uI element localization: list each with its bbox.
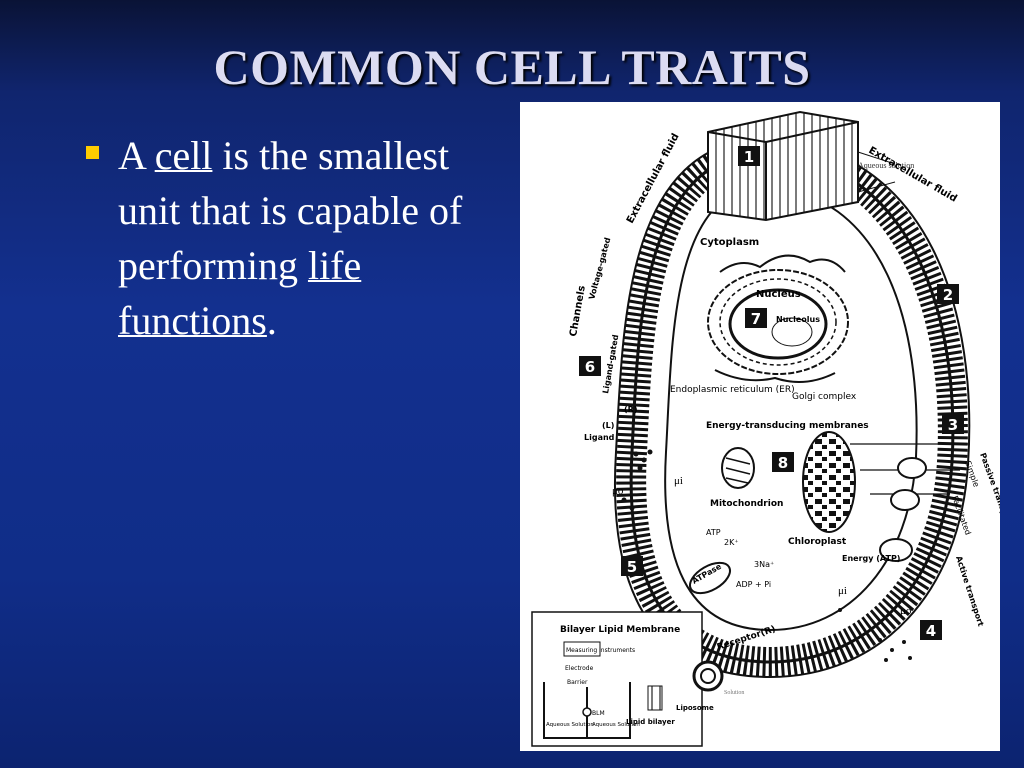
label-chloro: Chloroplast xyxy=(788,537,847,547)
bullet-marker-icon xyxy=(86,146,99,159)
label-l: (L) xyxy=(602,421,614,430)
label-blm: BLM xyxy=(592,710,605,717)
bullet-post: . xyxy=(266,298,277,343)
badge-5-box xyxy=(621,556,643,576)
transport-arrows xyxy=(850,443,970,562)
badge-1: 1 xyxy=(744,148,754,166)
label-r: (R) xyxy=(624,405,637,414)
label-lipid-bilayer: Lipid bilayer xyxy=(626,718,675,726)
label-passive: Passive transport xyxy=(978,452,1000,530)
cell-diagram: Aqueous solution Extracellular fluid Ext… xyxy=(531,110,1000,747)
term-life-functions: life functions xyxy=(118,243,362,343)
label-mu-o2: μo xyxy=(900,605,912,617)
badge-5: 5 xyxy=(627,558,637,576)
badge-7: 7 xyxy=(751,310,761,328)
bullet-mid: is the smallest unit that is capable of … xyxy=(118,133,463,288)
label-mu-i: μi xyxy=(674,475,683,487)
blm-inset: Bilayer Lipid Membrane Measuring instrum… xyxy=(531,611,744,747)
label-measuring: Measuring instruments xyxy=(566,647,635,654)
cell-membrane xyxy=(614,136,971,679)
label-energy-atp: Energy (ATP) xyxy=(842,554,900,563)
label-barrier: Barrier xyxy=(567,679,588,686)
label-golgi: Golgi complex xyxy=(792,392,857,402)
term-cell: cell xyxy=(154,133,213,178)
bullet-pre: A xyxy=(118,133,155,178)
label-nucleolus: Nucleolus xyxy=(776,315,820,324)
badge-6: 6 xyxy=(585,358,595,376)
badge-4-box xyxy=(920,620,942,640)
label-blm-title: Bilayer Lipid Membrane xyxy=(560,625,680,635)
badge-7-box xyxy=(745,308,767,328)
label-2k: 2K⁺ xyxy=(724,538,739,547)
label-adp: ADP + Pi xyxy=(736,580,771,589)
label-channels: Channels xyxy=(568,285,588,338)
label-active: Active transport xyxy=(954,555,985,628)
label-3na: 3Na⁺ xyxy=(754,560,774,569)
badge-4: 4 xyxy=(926,622,936,640)
label-ligand: Ligand xyxy=(584,433,615,442)
badge-3: 3 xyxy=(948,416,958,434)
badge-2-box xyxy=(937,284,959,304)
label-solution: Solution xyxy=(724,690,744,696)
label-er: Endoplasmic reticulum (ER) xyxy=(670,385,795,395)
ion-dots xyxy=(621,449,912,662)
badge-8-box xyxy=(772,452,794,472)
membrane-block-1: Aqueous solution xyxy=(707,110,914,222)
slide-title: COMMON CELL TRAITS xyxy=(213,39,811,95)
label-aqueous: Aqueous solution xyxy=(858,161,914,170)
badge-2: 2 xyxy=(943,286,953,304)
label-cytoplasm: Cytoplasm xyxy=(700,237,759,248)
label-nucleus: Nucleus xyxy=(756,289,801,300)
label-mito: Mitochondrion xyxy=(710,499,783,509)
badge-8: 8 xyxy=(778,454,788,472)
atpase-pump xyxy=(689,561,731,595)
label-aq2: Aqueous Solution xyxy=(592,722,640,728)
badge-3-box xyxy=(942,414,964,434)
label-atp: ATP xyxy=(706,528,721,537)
label-liposome: Liposome xyxy=(676,704,714,712)
nucleus-organelle xyxy=(707,254,849,383)
bullet-text: A cell is the smallest unit that is capa… xyxy=(118,128,518,348)
mitochondrion xyxy=(721,447,755,489)
badge-6-box xyxy=(579,356,601,376)
label-mu-i2: μi xyxy=(838,585,847,597)
label-aq1: Aqueous Solution xyxy=(546,722,594,728)
cell-diagram-figure: Aqueous solution Extracellular fluid Ext… xyxy=(520,102,1000,751)
badge-1-box xyxy=(738,146,760,166)
label-ligand-gated: Ligand-gated xyxy=(601,334,620,395)
chloroplast xyxy=(802,431,856,533)
label-energy: Energy-transducing membranes xyxy=(706,421,869,431)
label-mu-o: μo xyxy=(612,485,624,497)
label-voltage: Voltage-gated xyxy=(587,236,612,300)
label-electrode: Electrode xyxy=(565,665,594,672)
